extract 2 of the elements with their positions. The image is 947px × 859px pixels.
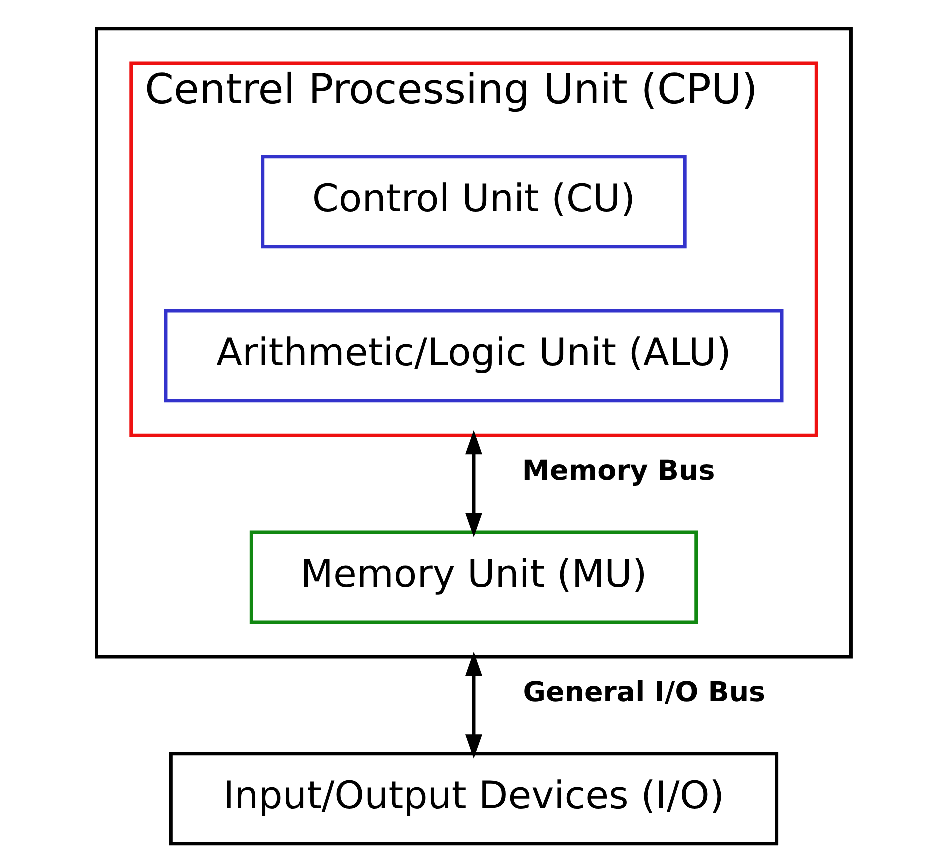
edge-label: General I/O Bus <box>522 676 766 709</box>
edge-label: Memory Bus <box>522 454 715 488</box>
